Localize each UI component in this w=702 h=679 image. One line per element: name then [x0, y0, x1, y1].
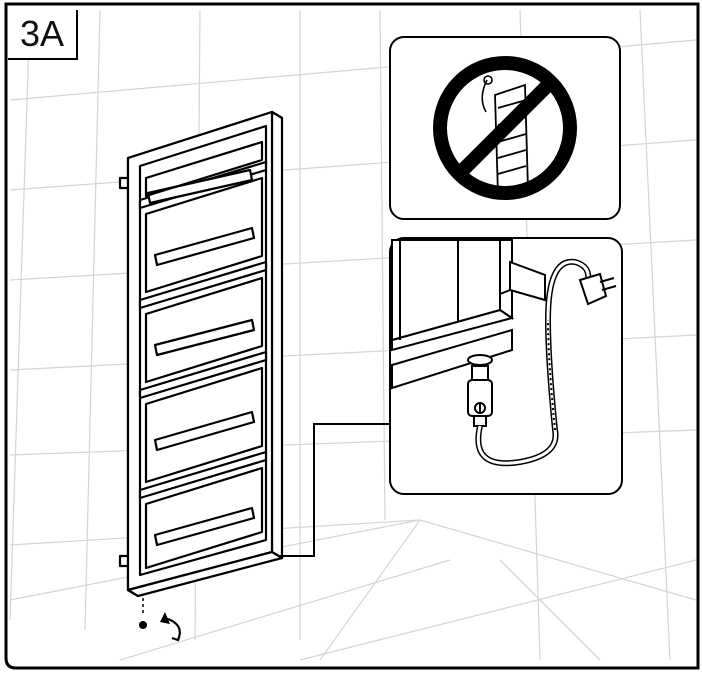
rotate-arrow-icon — [160, 612, 181, 642]
heater-detail-panel — [389, 237, 623, 495]
detail-leader-line — [280, 423, 390, 557]
screw-icon — [139, 621, 147, 629]
towel-radiator — [118, 110, 284, 598]
step-label: 3A — [8, 10, 78, 60]
prohibition-panel — [389, 36, 621, 220]
prohibited-hanging-icon — [433, 56, 577, 200]
electric-heater-plug-icon — [578, 272, 617, 306]
